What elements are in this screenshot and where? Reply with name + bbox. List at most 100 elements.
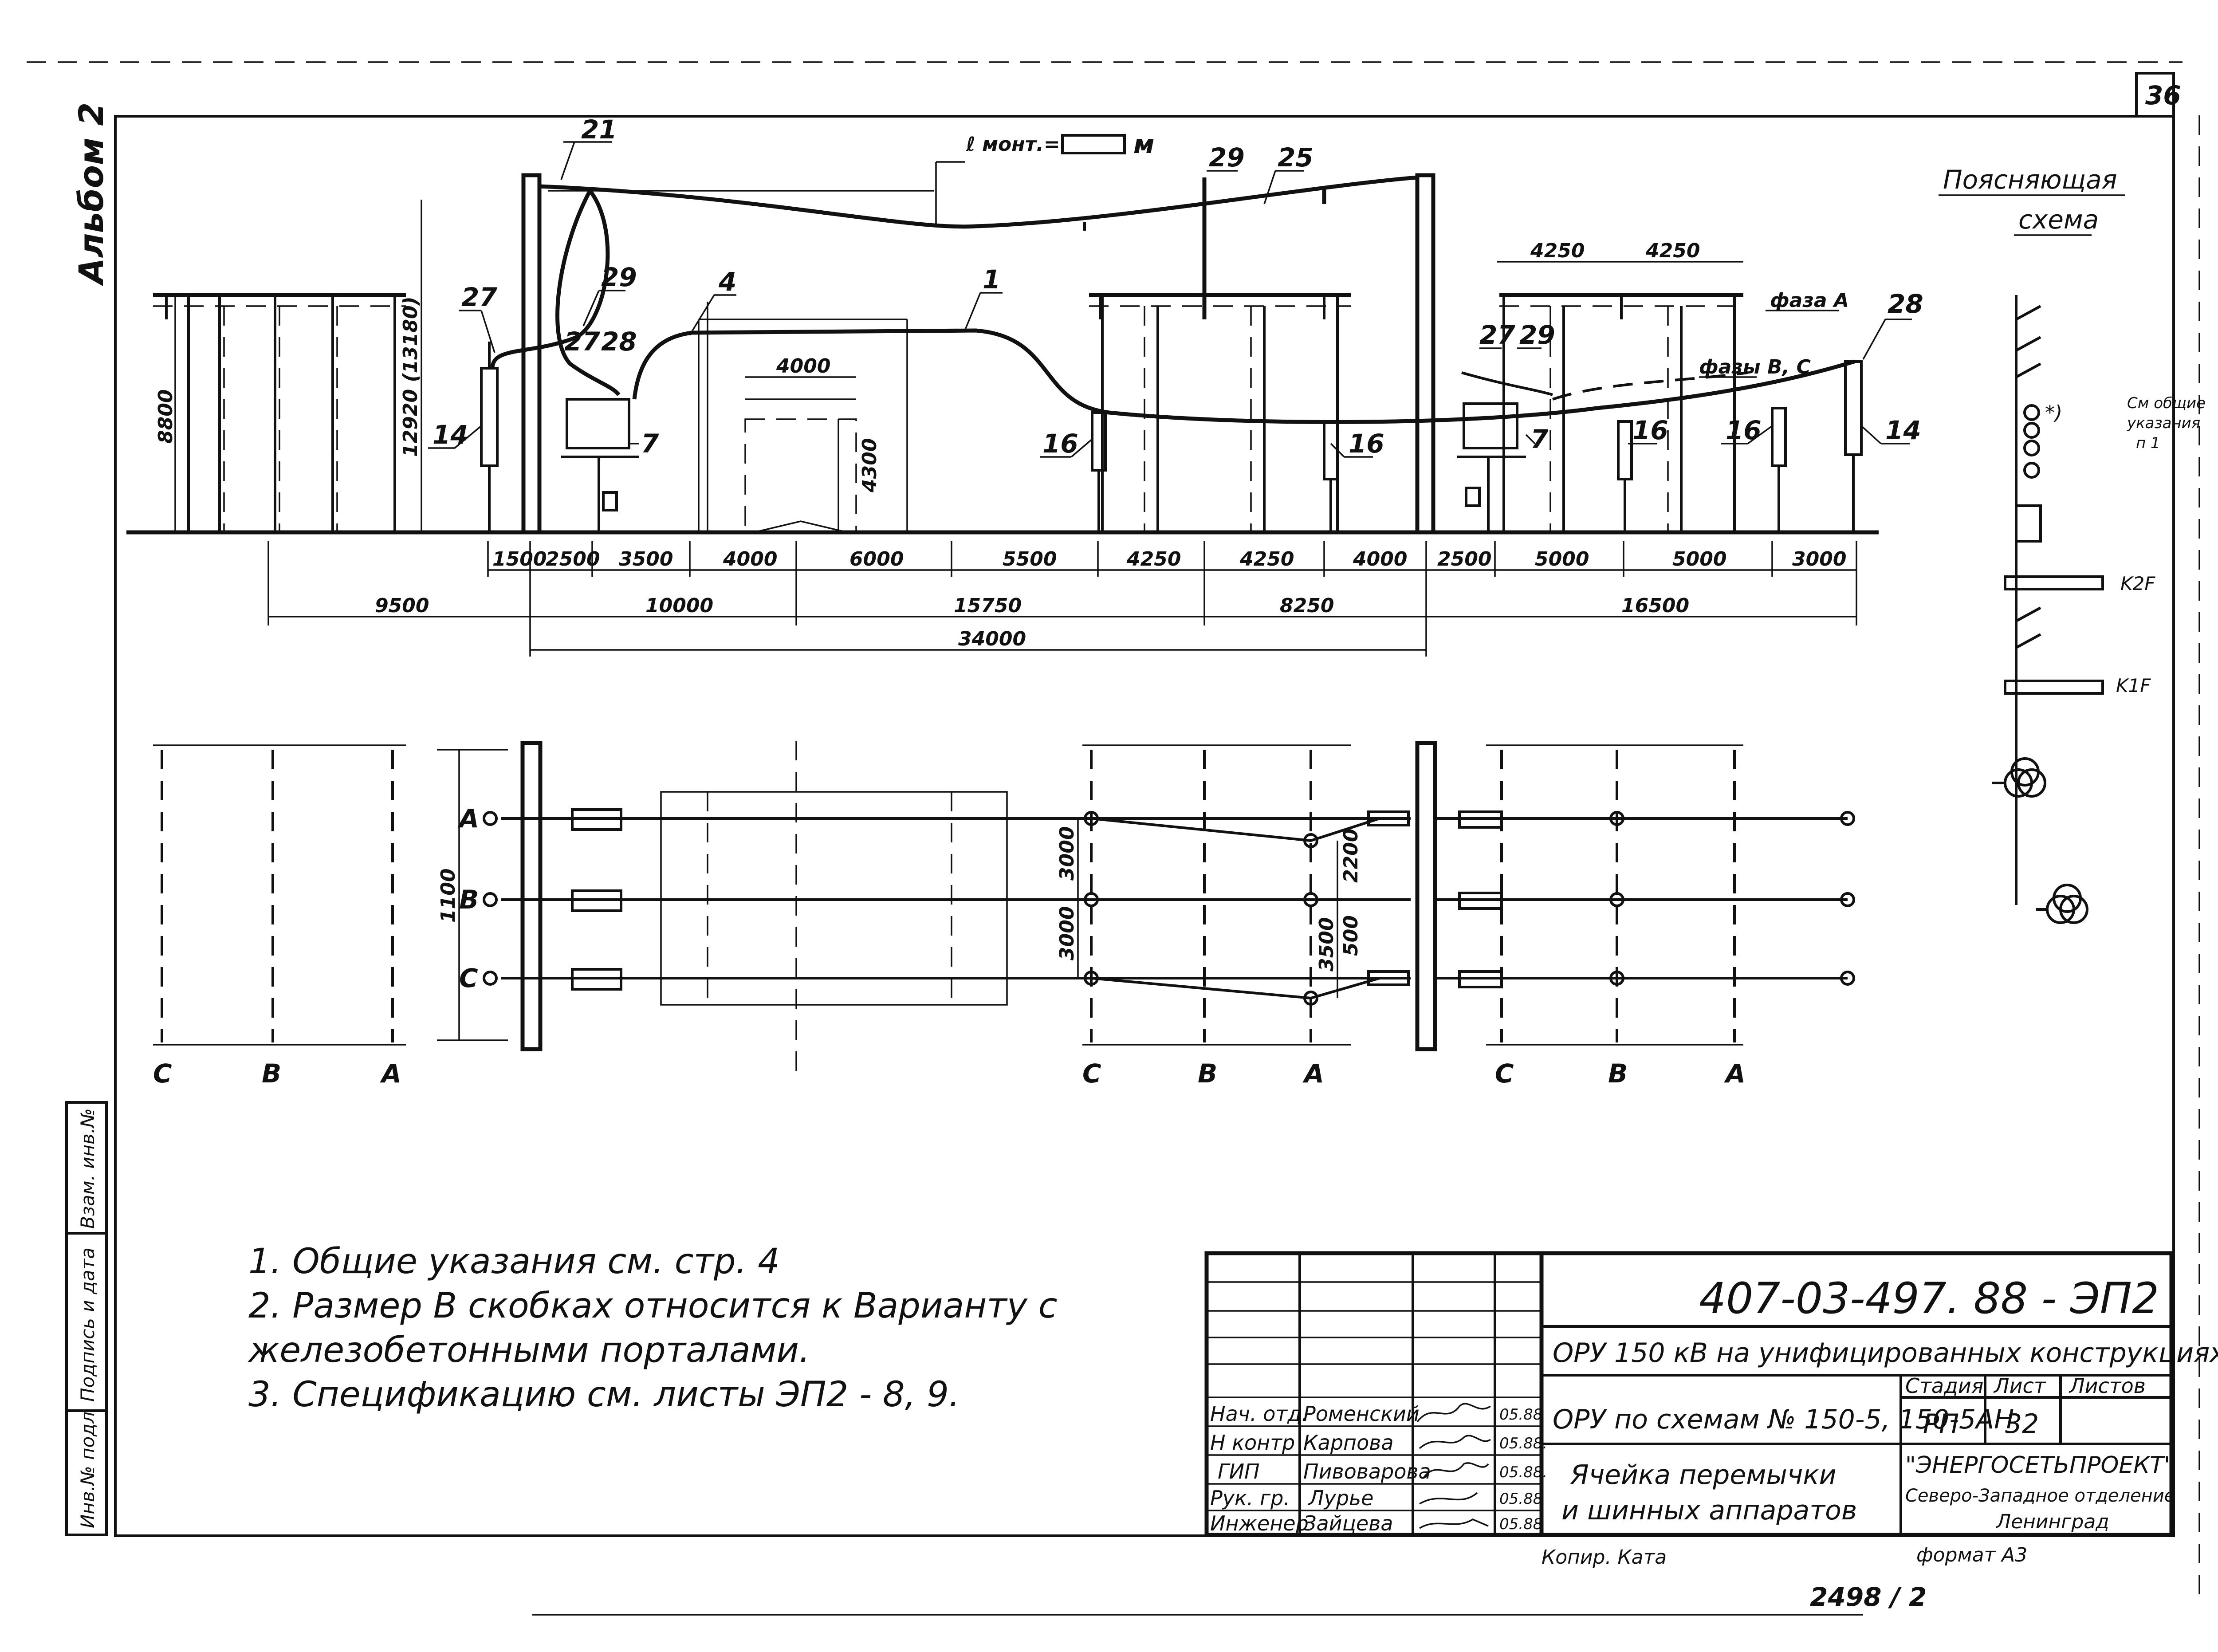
- dim-r1-6: 4250: [1126, 548, 1181, 570]
- pos-1: 1: [983, 264, 1000, 295]
- pos-29-right: 29: [1519, 320, 1555, 350]
- schema-note-2: указания: [2127, 414, 2200, 432]
- note-2: 2. Размер В скобках относится к Варианту…: [248, 1286, 1058, 1326]
- dim-r1-8: 4000: [1353, 548, 1407, 570]
- pos-16-d: 16: [1726, 415, 1762, 445]
- plan-axis-left-b: B: [262, 1058, 281, 1089]
- date-2: 05.88.: [1499, 1463, 1547, 1481]
- pos-27-left: 27: [461, 282, 497, 312]
- pos-29-top: 29: [1209, 142, 1245, 173]
- plan-dim-3000b: 3000: [1056, 906, 1078, 960]
- role-3: Рук. гр.: [1210, 1486, 1290, 1510]
- title-line-2: ОРУ по схемам № 150-5, 150-5АН: [1553, 1404, 2014, 1435]
- plan-axis-mid-c: C: [1082, 1058, 1101, 1089]
- dim-total: 34000: [958, 628, 1026, 650]
- pos-28-right: 28: [1888, 289, 1923, 319]
- plan-dim-2200: 2200: [1340, 829, 1362, 883]
- pos-16-c: 16: [1632, 415, 1668, 445]
- schema-k2f: K2F: [2120, 573, 2155, 594]
- plan-axis-right-b: B: [1608, 1058, 1628, 1089]
- schema-title-1: Поясняющая: [1943, 165, 2117, 195]
- copied-by: Копир. Ката: [1542, 1546, 1667, 1569]
- pos-16-b: 16: [1349, 429, 1384, 459]
- dim-r2-0: 9500: [375, 594, 429, 617]
- pos-14-right: 14: [1885, 415, 1921, 445]
- dim-h-portal: 12920 (13180): [399, 296, 422, 457]
- phase-bc-label: фазы В, С: [1699, 356, 1811, 378]
- stage-header: Стадия: [1905, 1374, 1983, 1398]
- phase-a-label: фаза А: [1770, 289, 1849, 312]
- org-name: "ЭНЕРГОСЕТЬПРОЕКТ": [1905, 1452, 2175, 1479]
- pos-27-right: 27: [1479, 320, 1515, 350]
- plan-phase-b: B: [459, 885, 479, 915]
- signatures: [1416, 1403, 1491, 1529]
- sheet-header: Лист: [1993, 1374, 2046, 1398]
- dim-h-left: 8800: [154, 389, 177, 444]
- plan-axis-left-a: A: [380, 1058, 401, 1089]
- role-1: Н контр: [1210, 1431, 1295, 1455]
- plan-dim-3000a: 3000: [1056, 826, 1078, 881]
- dim-r1-4: 6000: [849, 548, 904, 570]
- sheets-header: Листов: [2069, 1374, 2146, 1398]
- page-frame: [27, 61, 2200, 1616]
- dim-h-box: 4300: [858, 438, 881, 493]
- title-line-1: ОРУ 150 кВ на унифицированных конструкци…: [1553, 1337, 2218, 1369]
- bottom-number: 2498 / 2: [1810, 1582, 1927, 1612]
- dim-r1-12: 3000: [1792, 548, 1846, 570]
- album-label: Альбом 2: [71, 102, 111, 286]
- pos-27-box: 27: [564, 326, 600, 357]
- date-4: 05.88: [1499, 1515, 1542, 1533]
- doc-code: 407-03-497. 88 - ЭП2: [1699, 1274, 2159, 1323]
- role-0: Нач. отд.: [1210, 1402, 1308, 1426]
- dim-r1-11: 5000: [1672, 548, 1726, 570]
- date-1: 05.88.: [1499, 1435, 1547, 1452]
- org-city: Ленинград: [1995, 1510, 2109, 1533]
- sheet-value: 32: [2005, 1408, 2039, 1440]
- dim-r2-4: 16500: [1621, 594, 1689, 617]
- plan-dim-3500: 3500: [1315, 917, 1338, 972]
- date-3: 05.88: [1499, 1490, 1542, 1508]
- dim-w-box: 4000: [776, 355, 830, 378]
- plan-dim-500: 500: [1340, 915, 1362, 956]
- plan-phase-a: A: [457, 803, 479, 834]
- side-stamp-replace: Взам. инв.№: [77, 1108, 98, 1229]
- name-0: Роменский: [1303, 1402, 1420, 1426]
- pos-7-right: 7: [1530, 424, 1549, 454]
- format-label: формат А3: [1916, 1544, 2027, 1566]
- dim-r1-2: 3500: [619, 548, 673, 570]
- date-0: 05.88: [1499, 1406, 1542, 1424]
- dim-r1-7: 4250: [1239, 548, 1294, 570]
- pos-16-a: 16: [1042, 429, 1078, 459]
- name-2: Пивоварова: [1303, 1459, 1431, 1483]
- dim-phase-a-2: 4250: [1645, 240, 1700, 262]
- name-4: Зайцева: [1303, 1511, 1393, 1535]
- role-4: Инженер: [1210, 1511, 1309, 1535]
- side-stamp-sign: Подпись и дата: [77, 1247, 98, 1402]
- dim-r2-1: 10000: [645, 594, 713, 617]
- pos-25: 25: [1278, 142, 1313, 173]
- plan-dim-1100: 1100: [437, 869, 460, 923]
- pos-29-left: 29: [601, 262, 637, 292]
- dim-phase-a-1: 4250: [1530, 240, 1585, 262]
- side-stamp: [65, 1101, 108, 1536]
- pos-28-box: 28: [601, 326, 637, 357]
- dim-r1-10: 5000: [1535, 548, 1589, 570]
- side-stamp-inv: Инв.№ подл: [77, 1412, 98, 1528]
- pos-21: 21: [581, 114, 617, 145]
- title-line-3a: Ячейка перемычки: [1570, 1459, 1837, 1491]
- schema-star: *): [2045, 401, 2062, 424]
- org-branch: Северо-Западное отделение: [1905, 1486, 2175, 1506]
- note-1: 1. Общие указания см. стр. 4: [248, 1242, 780, 1282]
- elevation-view: [126, 134, 1912, 657]
- dim-r1-5: 5500: [1003, 548, 1057, 570]
- name-3: Лурье: [1308, 1486, 1373, 1510]
- dim-r1-3: 4000: [723, 548, 777, 570]
- pos-14-left: 14: [433, 420, 468, 450]
- plan-axis-right-c: C: [1495, 1058, 1514, 1089]
- schema-title-2: схема: [2018, 205, 2099, 235]
- title-block: [1204, 1251, 2174, 1537]
- plan-axis-mid-a: A: [1302, 1058, 1324, 1089]
- role-2: ГИП: [1218, 1459, 1260, 1483]
- span-unit: м: [1133, 129, 1154, 159]
